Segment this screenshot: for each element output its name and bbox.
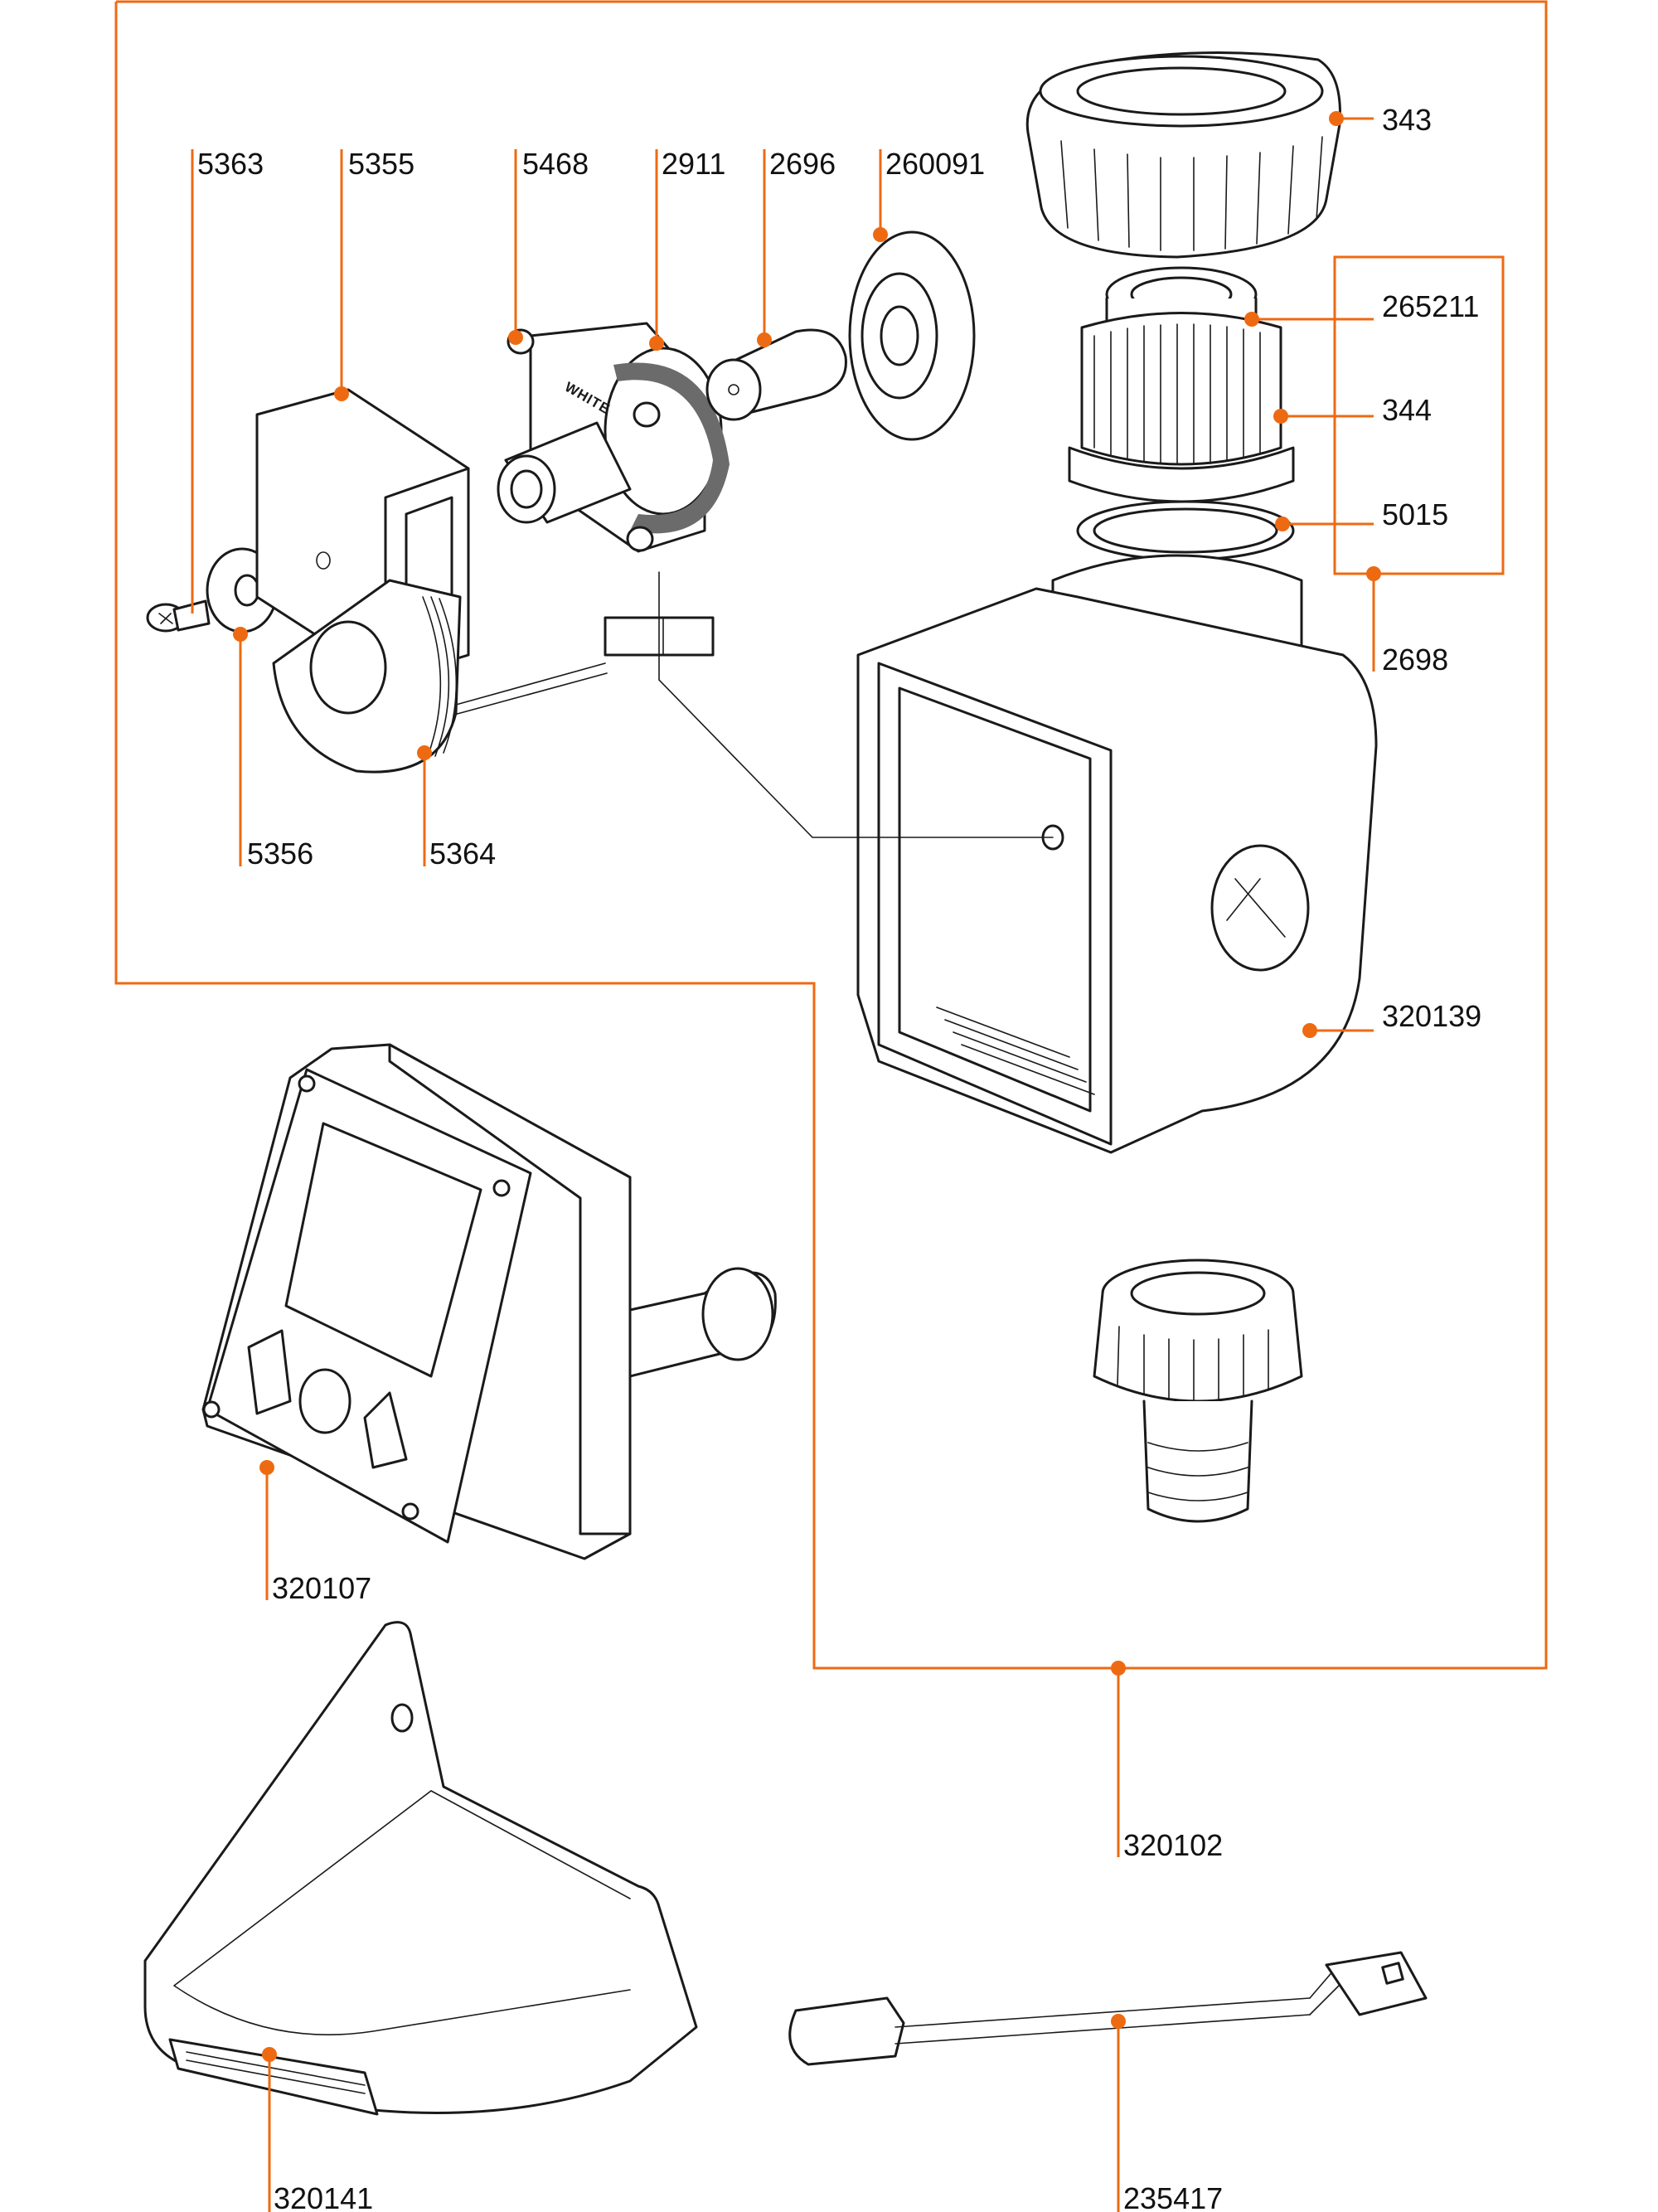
- part-label-2911: 2911: [662, 147, 725, 181]
- leader-2911: [649, 149, 664, 351]
- part-320141-holder: [143, 1621, 698, 2116]
- part-5363-screw: [146, 599, 211, 633]
- part-label-5468: 5468: [522, 147, 589, 181]
- part-235417-cable: [788, 1951, 1428, 2066]
- part-label-5364: 5364: [429, 837, 496, 871]
- part-label-260091: 260091: [885, 147, 985, 181]
- leader-260091: [873, 149, 888, 242]
- leader-235417: [1111, 2014, 1126, 2212]
- part-label-320141: 320141: [274, 2181, 373, 2212]
- part-label-320139: 320139: [1382, 999, 1481, 1033]
- part-5015-o-ring: [1076, 500, 1295, 561]
- part-label-320102: 320102: [1123, 1828, 1223, 1862]
- leader-320139: [1302, 1023, 1374, 1038]
- part-label-5356: 5356: [247, 837, 313, 871]
- leader-320107: [259, 1460, 274, 1600]
- leader-5364: [417, 745, 432, 866]
- part-label-344: 344: [1382, 393, 1432, 427]
- leader-5355: [334, 149, 349, 401]
- part-label-320107: 320107: [272, 1571, 371, 1605]
- part-5364-coil: [272, 579, 715, 774]
- part-2911-solenoid-valve: WHITE: [497, 322, 730, 553]
- part-label-235417: 235417: [1123, 2181, 1223, 2212]
- leader-320141: [262, 2047, 277, 2212]
- part-260091-diaphragm: [848, 230, 976, 441]
- part-label-5015: 5015: [1382, 497, 1448, 531]
- part-label-2698: 2698: [1382, 643, 1448, 677]
- part-343-coupling-nut: [1025, 51, 1341, 259]
- leader-344: [1273, 409, 1374, 424]
- part-320139-housing: [856, 554, 1378, 1154]
- part-label-2696: 2696: [769, 147, 836, 181]
- leader-320102: [1111, 1661, 1126, 1857]
- part-label-5363: 5363: [197, 147, 264, 181]
- wire-connector: [658, 571, 1054, 838]
- leader-265211: [1244, 312, 1374, 327]
- part-320107-control-unit: [201, 1043, 777, 1560]
- leader-2696: [757, 149, 772, 347]
- leader-2698: [1366, 566, 1381, 672]
- leader-343: [1329, 111, 1374, 126]
- part-tap-adapter: [1093, 1259, 1303, 1523]
- part-label-343: 343: [1382, 103, 1432, 137]
- leader-5468: [508, 149, 523, 345]
- leader-5015: [1275, 517, 1374, 531]
- part-2696-plunger: [705, 328, 847, 421]
- leader-5356: [233, 627, 248, 866]
- part-344-threaded-sleeve: [1068, 312, 1295, 503]
- assembly-boundary-320102: [114, 0, 1548, 1670]
- part-label-5355: 5355: [348, 147, 414, 181]
- part-label-265211: 265211: [1382, 289, 1479, 323]
